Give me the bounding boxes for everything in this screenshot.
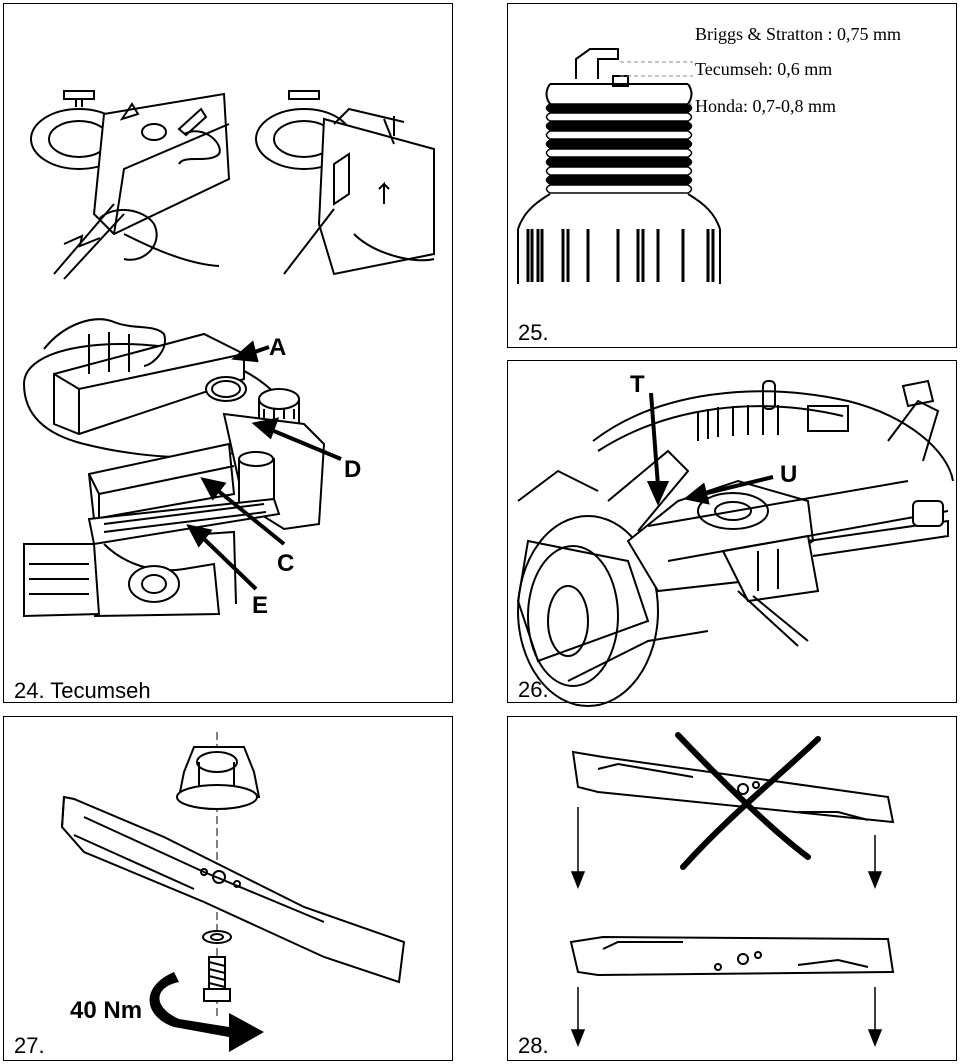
blade-mount-illustration — [60, 732, 406, 1052]
caption-26: 26. — [518, 677, 549, 702]
cable-adjustment-illustration — [516, 379, 954, 707]
panel-26: T U 26. — [507, 360, 957, 707]
spark-plug-icon — [517, 48, 721, 284]
label-a: A — [269, 334, 287, 361]
caption-28: 28. — [518, 1033, 549, 1058]
label-c: C — [277, 550, 295, 577]
label-u: U — [780, 461, 798, 488]
label-d: D — [344, 456, 362, 483]
label-e: E — [252, 592, 269, 619]
rotation-arrow-icon — [149, 972, 264, 1052]
panel-28: 28. — [507, 716, 957, 1061]
caption-25: 25. — [518, 320, 549, 345]
caption-27: 27. — [14, 1033, 45, 1058]
gap-honda: Honda: 0,7-0,8 mm — [695, 96, 836, 116]
caption-24: 24. Tecumseh — [14, 678, 151, 703]
torque-value: 40 Nm — [70, 997, 143, 1024]
gap-tecumseh: Tecumseh: 0,6 mm — [695, 59, 833, 79]
label-t: T — [630, 371, 645, 398]
panel-25: Briggs & Stratton : 0,75 mm Tecumseh: 0,… — [507, 3, 957, 348]
cross-mark-icon — [675, 732, 821, 870]
gap-briggs-stratton: Briggs & Stratton : 0,75 mm — [695, 24, 902, 44]
air-filter-illustration — [22, 90, 435, 618]
arrow-down-icon — [570, 807, 883, 1048]
panel-27: 40 Nm 27. — [3, 716, 453, 1061]
panel-24: A D C E 24. Tecumseh — [3, 3, 453, 703]
